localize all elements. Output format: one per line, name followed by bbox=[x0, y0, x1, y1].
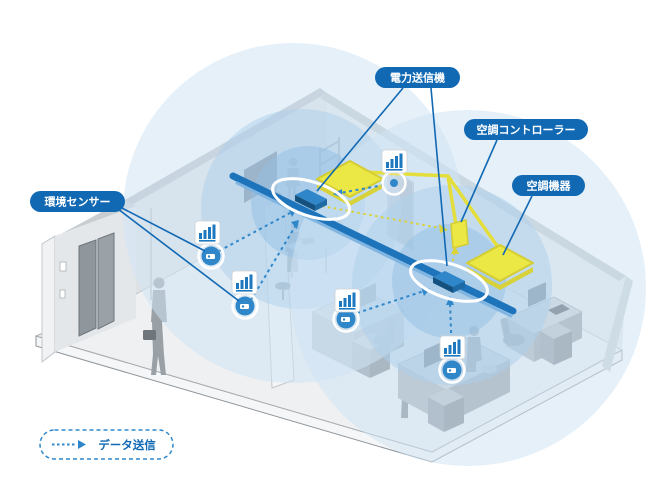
bar-chart-icon bbox=[381, 149, 408, 174]
elevator-door-left bbox=[78, 239, 97, 337]
transmitter-highlight-ring bbox=[271, 177, 351, 221]
briefcase bbox=[143, 330, 156, 340]
label-power-transmitter: 電力送信機 bbox=[375, 67, 460, 88]
sensor-data-icons bbox=[194, 149, 466, 360]
label-ac-equipment: 空調機器 bbox=[512, 175, 585, 196]
bar-chart-icon bbox=[439, 335, 466, 360]
elevator-door-right bbox=[97, 232, 115, 330]
environment-sensor-2 bbox=[231, 292, 259, 320]
wall-switch bbox=[59, 289, 66, 299]
power-transmitter-2 bbox=[409, 259, 489, 303]
ac-system bbox=[316, 160, 534, 290]
ceiling-ac-unit-2 bbox=[466, 244, 534, 290]
label-env-sensor: 環境センサー bbox=[30, 191, 125, 212]
sensor-data-links bbox=[218, 184, 453, 360]
environment-sensor-3 bbox=[332, 305, 360, 333]
legend-data-transmission: データ送信 bbox=[39, 429, 174, 460]
ac-controller-unit bbox=[450, 219, 469, 249]
yellow-arrowhead bbox=[451, 246, 459, 254]
elevator-call-panel bbox=[59, 261, 67, 272]
beam-rail bbox=[229, 172, 517, 315]
environment-sensor-5 bbox=[381, 170, 407, 196]
environment-sensor-4 bbox=[438, 356, 466, 384]
environment-sensors bbox=[197, 170, 466, 384]
callout-lines bbox=[117, 87, 533, 302]
label-ac-equipment-text: 空調機器 bbox=[527, 179, 572, 193]
bar-chart-icon bbox=[194, 220, 221, 245]
label-ac-controller: 空調コントローラー bbox=[464, 119, 588, 140]
power-transmitter-1 bbox=[271, 177, 351, 221]
bar-chart-icon bbox=[231, 270, 258, 295]
bar-chart-icon bbox=[334, 288, 361, 313]
label-power-transmitter-text: 電力送信機 bbox=[390, 71, 445, 85]
label-env-sensor-text: 環境センサー bbox=[45, 195, 111, 209]
controller-data-links bbox=[321, 205, 456, 262]
environment-sensor-1 bbox=[197, 242, 225, 270]
legend-text: データ送信 bbox=[98, 438, 156, 452]
label-ac-controller-text: 空調コントローラー bbox=[477, 123, 576, 137]
elevator-doors bbox=[78, 232, 115, 337]
lobby-wall-outer-band bbox=[41, 235, 56, 363]
dashed-arrow-icon-head bbox=[78, 440, 86, 449]
transmitter-highlight-ring bbox=[409, 259, 489, 303]
